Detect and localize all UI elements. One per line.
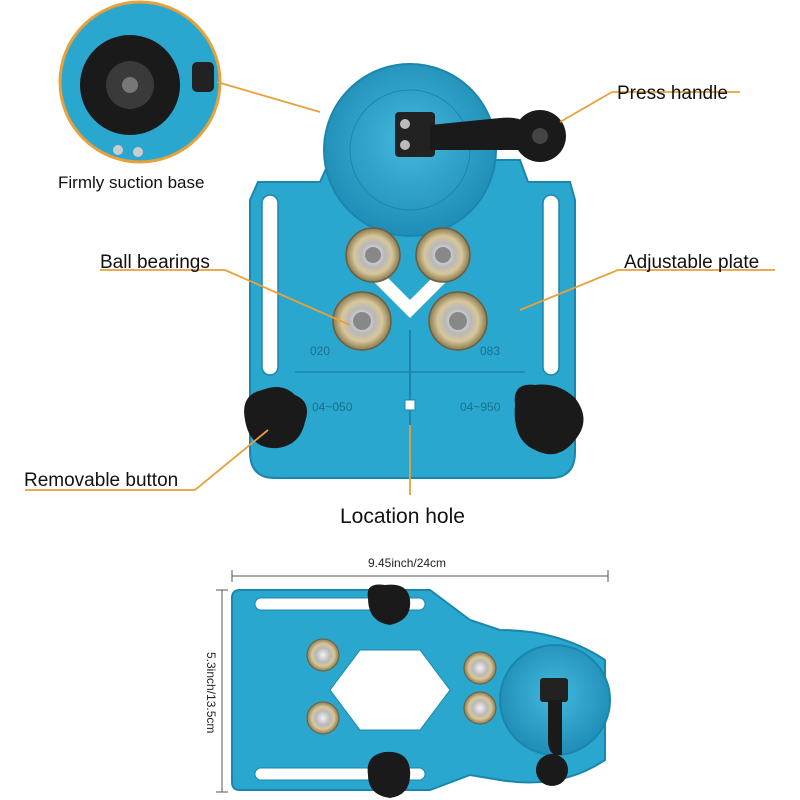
label-press-handle: Press handle — [617, 83, 728, 104]
marking-right-bottom: 04~950 — [460, 400, 501, 414]
label-removable-button: Removable button — [24, 470, 179, 491]
jig-plate — [249, 159, 576, 479]
suction-base-inset — [58, 0, 222, 164]
removable-button-left — [244, 386, 308, 449]
dimension-width: 9.45inch/24cm — [368, 556, 447, 570]
removable-button-right — [514, 384, 584, 455]
main-jig-top — [244, 63, 584, 479]
marking-right-top: 083 — [480, 344, 501, 358]
label-adjustable-plate: Adjustable plate — [624, 252, 760, 273]
marking-left-bottom: 04~050 — [312, 400, 353, 414]
center-cutout — [372, 262, 448, 318]
label-location-hole: Location hole — [340, 505, 465, 528]
right-slot — [542, 194, 560, 376]
press-handle — [395, 110, 566, 162]
jig-bottom-view — [231, 584, 611, 798]
location-hole — [404, 399, 416, 411]
dimension-lines — [216, 570, 609, 793]
marking-left-top: 020 — [310, 344, 331, 358]
dimension-height: 5.3inch/13.5cm — [204, 652, 218, 734]
leader-lines — [25, 81, 775, 495]
label-firmly-suction-base: Firmly suction base — [58, 173, 205, 192]
label-ball-bearings: Ball bearings — [100, 252, 210, 273]
left-slot — [261, 194, 279, 376]
ball-bearings — [332, 227, 488, 351]
press-handle-bottom — [536, 678, 568, 786]
